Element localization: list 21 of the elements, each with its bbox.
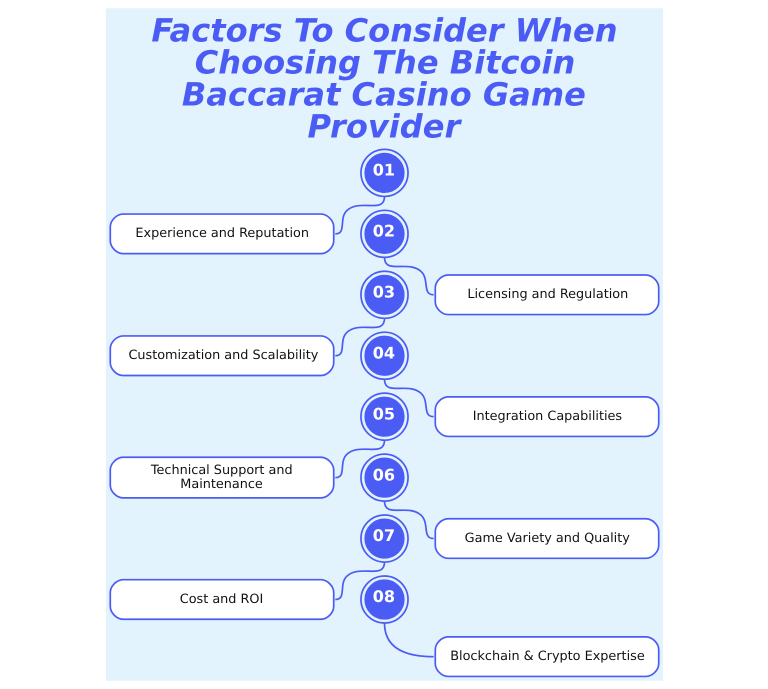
node-box: Technical Support and Maintenance (108, 456, 334, 499)
node-box: Game Variety and Quality (434, 518, 660, 560)
connector (383, 622, 434, 658)
node-box: Cost and ROI (108, 578, 334, 620)
node-box: Experience and Reputation (108, 213, 334, 254)
diagram-title: Factors To Consider When Choosing The Bitcoin Baccarat Casino Game Provider (150, 11, 618, 146)
node-circle: 04 (360, 331, 408, 380)
node-box: Integration Capabilities (434, 396, 660, 438)
connector (334, 440, 385, 478)
node-box: Blockchain & Crypto Expertise (434, 636, 660, 678)
node-circle: 07 (360, 514, 408, 563)
connector (334, 318, 385, 357)
node-circle: 08 (360, 575, 408, 624)
node-circle: 05 (360, 392, 408, 442)
node-circle: 03 (360, 270, 408, 320)
node-box: Customization and Scalability (108, 335, 334, 376)
node-circle: 02 (360, 209, 408, 258)
node-circle: 01 (360, 148, 408, 198)
node-circle: 06 (360, 453, 408, 502)
node-box: Licensing and Regulation (434, 274, 660, 316)
connector (383, 379, 434, 418)
